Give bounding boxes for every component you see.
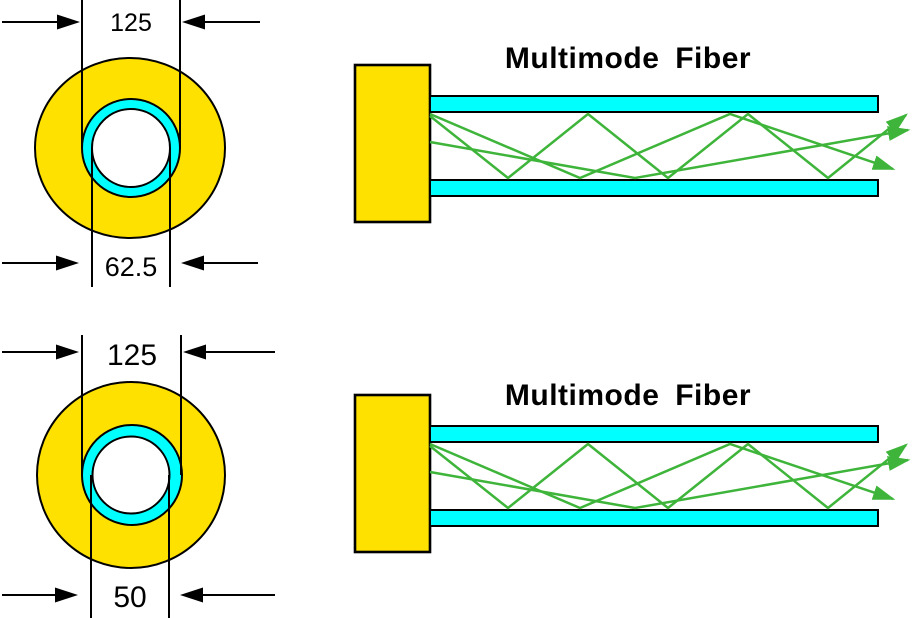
cladding-diameter-label: 125 [110, 9, 152, 37]
fiber-title: Multimode Fiber [505, 379, 751, 412]
light-ray-shallow [429, 456, 911, 510]
dimension-arrow-right [180, 587, 275, 603]
cladding-diameter-label: 125 [107, 339, 157, 372]
light-ray-steep [429, 112, 908, 180]
core-diameter-label: 50 [113, 581, 146, 614]
core-circle [91, 435, 171, 515]
light-ray-steep [429, 442, 908, 510]
dimension-arrow-left [2, 14, 80, 30]
dimension-arrow-right [181, 255, 258, 271]
light-source-rect [353, 393, 432, 554]
cladding-strip-top [429, 425, 879, 443]
core-diameter-label: 62.5 [105, 252, 158, 282]
cladding-strip-bottom [429, 179, 879, 197]
dimension-arrow-left [2, 587, 78, 603]
dimension-arrow-left [2, 344, 79, 360]
cladding-strip-top [429, 95, 879, 113]
dimension-arrow-left [2, 255, 79, 271]
dimension-arrow-right [183, 344, 275, 360]
cladding-strip-bottom [429, 509, 879, 527]
fiber-side-view-50: Multimode Fiber [353, 379, 911, 554]
fiber-side-view-625: Multimode Fiber [353, 42, 911, 224]
light-ray-medium [429, 112, 896, 180]
dimension-arrow-right [182, 14, 260, 30]
fiber-cross-section-625: 125 62.5 [2, 0, 260, 287]
light-ray-medium [429, 442, 896, 510]
light-source-rect [353, 63, 432, 224]
fiber-title: Multimode Fiber [505, 42, 751, 75]
fiber-cross-section-50: 125 50 [2, 335, 275, 618]
core-circle [91, 108, 171, 188]
light-ray-shallow [429, 126, 911, 180]
